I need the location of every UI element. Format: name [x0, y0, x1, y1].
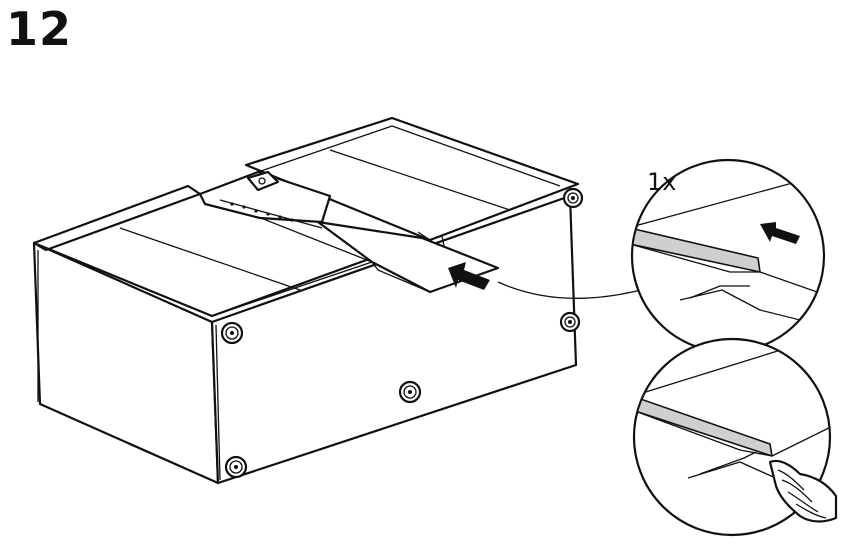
detail-circle-top — [630, 158, 826, 354]
divider-holes — [230, 202, 294, 222]
quantity-label: 1x — [647, 168, 677, 196]
cam-lock-fitting-icon — [220, 187, 584, 479]
step-number: 12 — [6, 2, 73, 56]
detail-circle-bottom — [632, 337, 838, 537]
arrow-icon — [448, 262, 490, 290]
hand-pressing-icon — [768, 459, 838, 523]
cabinet-body — [32, 116, 580, 485]
